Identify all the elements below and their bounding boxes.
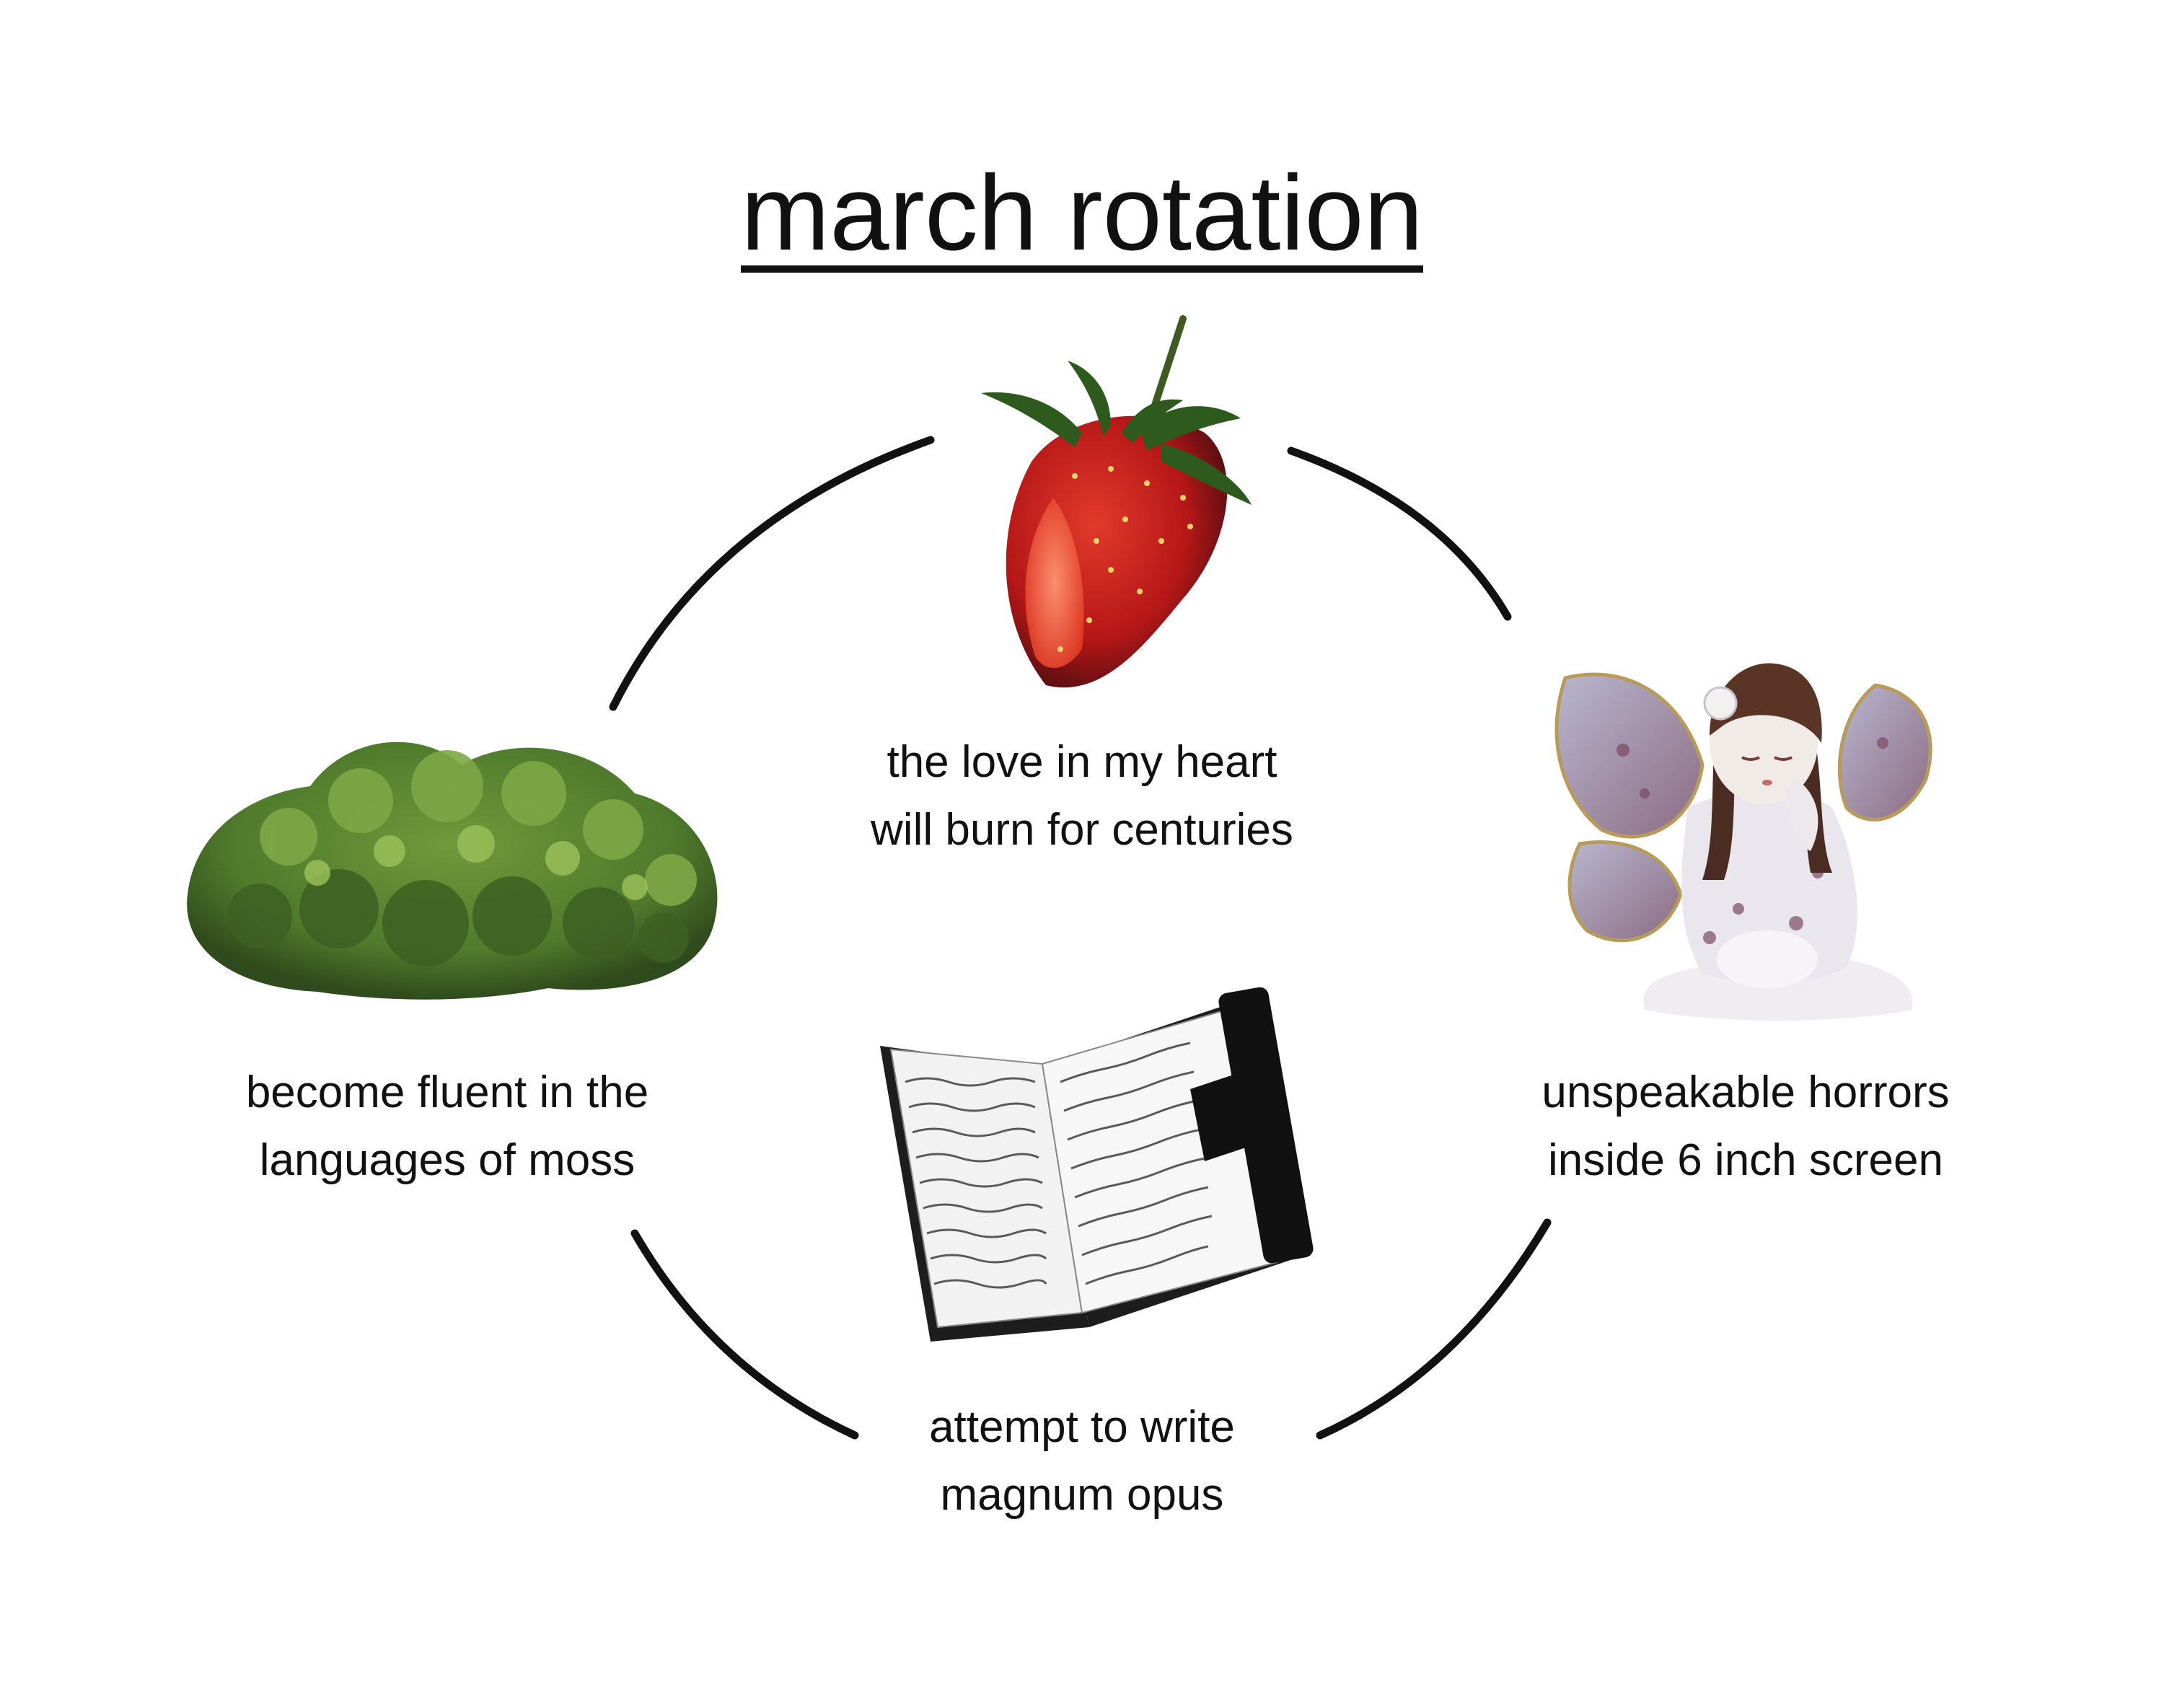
moss-icon — [187, 741, 718, 1000]
page-title: march rotation — [741, 154, 1423, 273]
item-label-journal: attempt to write magnum opus — [929, 1402, 1235, 1520]
item-label-fairy: unspeakable horrors inside 6 inch screen — [1541, 1068, 1950, 1185]
journal-icon — [880, 987, 1314, 1342]
arc-bottom-right — [1316, 1218, 1552, 1440]
item-label-strawberry: the love in my heart will burn for centu… — [871, 737, 1293, 855]
arc-bottom-left — [630, 1229, 859, 1440]
fairy-figurine-icon — [1554, 663, 1932, 1021]
arc-top-right — [1287, 446, 1512, 621]
item-label-moss: become fluent in the languages of moss — [245, 1068, 649, 1185]
arc-top-left — [609, 436, 935, 711]
strawberry-icon — [981, 315, 1252, 688]
